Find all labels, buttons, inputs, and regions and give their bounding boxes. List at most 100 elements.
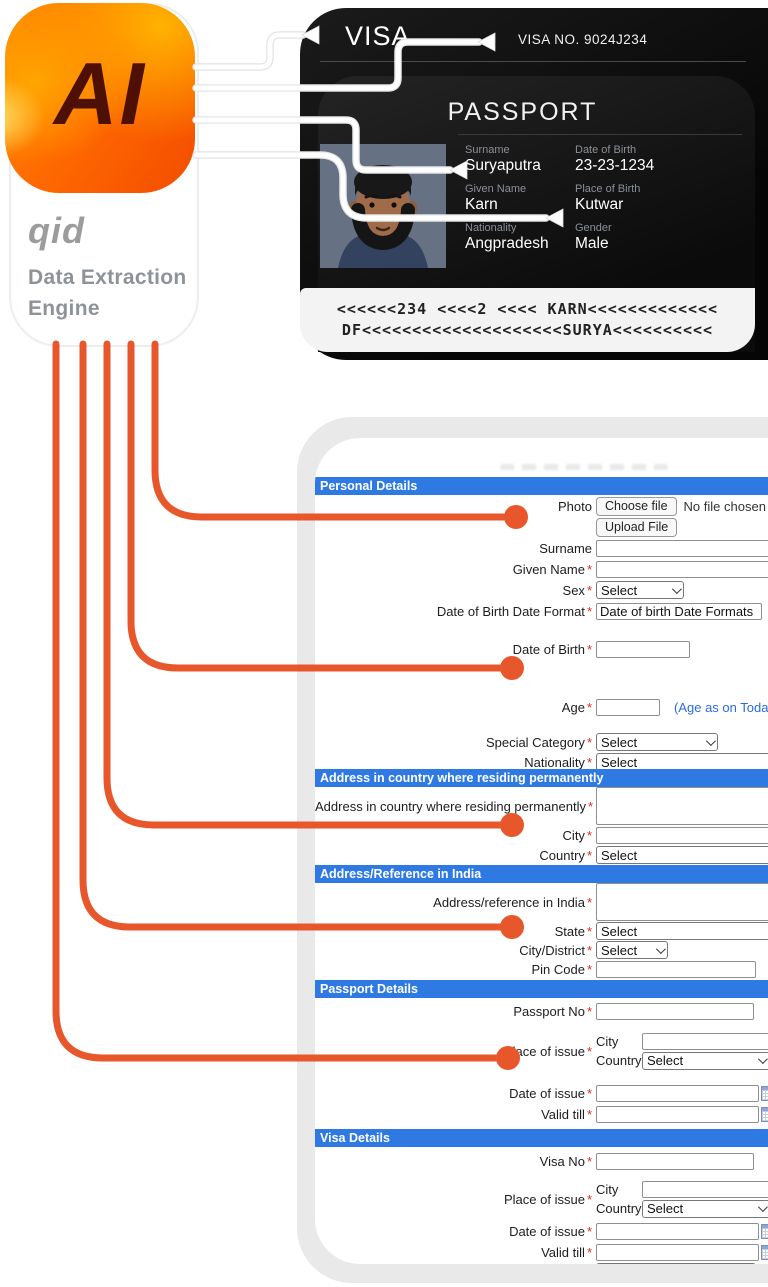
perm-country-select[interactable]: Select bbox=[596, 846, 768, 864]
city-district-row: City/District* Select bbox=[315, 940, 768, 960]
perm-country-row: Country* Select bbox=[315, 845, 768, 865]
passport-card-title: PASSPORT bbox=[447, 98, 598, 126]
age-hint: (Age as on Today) bbox=[674, 699, 768, 715]
dob-format-input[interactable] bbox=[596, 602, 762, 620]
address-permanent-row: Address in country where residing perman… bbox=[315, 787, 768, 825]
passport-issue-city-input[interactable] bbox=[642, 1033, 768, 1050]
passport-issue-city-label: City bbox=[596, 1034, 619, 1049]
given-name-input[interactable] bbox=[596, 560, 768, 578]
upload-file-button[interactable]: Upload File bbox=[596, 517, 678, 537]
ai-engine-icon: AI bbox=[5, 3, 195, 193]
surname-label: Surname bbox=[465, 144, 510, 156]
visa-issue-city-label: City bbox=[596, 1182, 619, 1197]
sex-row: Sex* Select bbox=[315, 580, 768, 600]
visa-valid-till-label: Valid till* bbox=[541, 1244, 592, 1260]
given-name-label: Given Name bbox=[465, 183, 527, 195]
visa-issue-country-label: Country bbox=[596, 1201, 642, 1216]
mrz-line-2: DF<<<<<<<<<<<<<<<<<<<<SURYA<<<<<<<<<< bbox=[341, 321, 714, 339]
surname-row: Surname bbox=[315, 538, 768, 558]
visa-issue-country-select[interactable]: Select bbox=[642, 1199, 768, 1218]
section-personal-details: Personal Details bbox=[315, 477, 768, 495]
special-category-label: Special Category* bbox=[485, 734, 592, 750]
dob-field-label: Date of Birth* bbox=[512, 641, 592, 657]
visa-place-of-issue-row: Place of issue* City Country Select bbox=[315, 1180, 768, 1218]
passport-no-row: Passport No* bbox=[315, 1001, 768, 1021]
passport-date-of-issue-input[interactable] bbox=[596, 1084, 759, 1102]
visa-date-of-issue-label: Date of issue* bbox=[509, 1223, 592, 1239]
section-passport-details: Passport Details bbox=[315, 980, 768, 998]
dob-label: Date of Birth bbox=[575, 144, 637, 156]
address-permanent-label: Address in country where residing perman… bbox=[315, 798, 594, 814]
sex-select[interactable]: Select bbox=[596, 581, 684, 599]
calendar-icon[interactable] bbox=[761, 1244, 768, 1260]
chevron-down-icon bbox=[655, 943, 666, 954]
perm-country-label: Country* bbox=[539, 847, 592, 863]
chevron-down-icon bbox=[705, 735, 716, 746]
passport-no-input[interactable] bbox=[596, 1002, 754, 1020]
nationality-value: Angpradesh bbox=[465, 235, 549, 252]
section-visa-details: Visa Details bbox=[315, 1129, 768, 1147]
no-file-chosen-text: No file chosen bbox=[683, 498, 766, 514]
pin-code-label: Pin Code* bbox=[531, 961, 592, 977]
visa-place-of-issue-label: Place of issue* bbox=[504, 1191, 592, 1207]
passport-no-label: Passport No* bbox=[513, 1003, 592, 1019]
pob-value: Kutwar bbox=[575, 196, 624, 213]
address-permanent-textarea[interactable] bbox=[596, 787, 768, 825]
pin-code-input[interactable] bbox=[596, 960, 756, 978]
visa-date-of-issue-row: Date of issue* bbox=[315, 1221, 768, 1241]
avatar bbox=[338, 165, 428, 268]
connector-visa-title bbox=[193, 32, 306, 70]
type-of-visa-select[interactable]: Select bbox=[596, 1263, 756, 1264]
tagline-line-1: Data Extraction bbox=[28, 266, 187, 289]
age-field-label: Age* bbox=[561, 699, 592, 715]
passport-issue-country-select[interactable]: Select bbox=[642, 1051, 768, 1070]
visa-date-of-issue-input[interactable] bbox=[596, 1222, 759, 1240]
special-category-select[interactable]: Select bbox=[596, 733, 718, 751]
passport-place-of-issue-label: Place of issue* bbox=[504, 1043, 592, 1059]
visa-card-title: VISA bbox=[345, 21, 411, 51]
photo-row: Photo Choose file No file chosen bbox=[315, 496, 768, 516]
calendar-icon[interactable] bbox=[761, 1085, 768, 1101]
type-of-visa-row: Type of visa* Select bbox=[315, 1262, 768, 1264]
gender-value: Male bbox=[575, 235, 609, 252]
visa-no-row: Visa No* bbox=[315, 1151, 768, 1171]
city-district-select[interactable]: Select bbox=[596, 941, 668, 959]
calendar-icon[interactable] bbox=[761, 1106, 768, 1122]
special-category-row: Special Category* Select bbox=[315, 732, 768, 752]
passport-place-of-issue-row: Place of issue* City Country Select bbox=[315, 1032, 768, 1070]
perm-city-label: City* bbox=[562, 827, 592, 843]
visa-application-form: Personal Details Photo Choose file No fi… bbox=[315, 438, 768, 1264]
given-name-value: Karn bbox=[465, 196, 498, 213]
visa-divider bbox=[320, 61, 746, 62]
given-name-row: Given Name* bbox=[315, 559, 768, 579]
passport-issue-country-label: Country bbox=[596, 1053, 642, 1068]
state-row: State* Select bbox=[315, 921, 768, 941]
calendar-icon[interactable] bbox=[761, 1223, 768, 1239]
address-india-textarea[interactable] bbox=[596, 883, 768, 921]
chevron-down-icon bbox=[757, 1202, 768, 1213]
photo-label: Photo bbox=[558, 498, 592, 514]
nationality-label: Nationality bbox=[465, 222, 517, 234]
blurred-form-title bbox=[500, 464, 668, 470]
perm-city-input[interactable] bbox=[596, 826, 768, 844]
passport-divider bbox=[458, 134, 742, 135]
upload-file-row: Upload File bbox=[315, 517, 768, 537]
surname-input[interactable] bbox=[596, 539, 768, 557]
dob-input[interactable] bbox=[596, 640, 690, 658]
visa-no-label: Visa No* bbox=[539, 1153, 592, 1169]
dob-value: 23-23-1234 bbox=[575, 157, 655, 174]
nationality-field-label: Nationality* bbox=[524, 754, 592, 770]
passport-right-column: Date of Birth 23-23-1234 Place of Birth … bbox=[575, 144, 654, 261]
dob-format-label: Date of Birth Date Format* bbox=[436, 603, 592, 619]
passport-valid-till-input[interactable] bbox=[596, 1105, 759, 1123]
visa-no-input[interactable] bbox=[596, 1152, 754, 1170]
visa-issue-city-input[interactable] bbox=[642, 1181, 768, 1198]
choose-file-button[interactable]: Choose file bbox=[596, 496, 677, 516]
address-india-row: Address/reference in India* bbox=[315, 883, 768, 921]
state-select[interactable]: Select bbox=[596, 922, 768, 940]
passport-date-of-issue-row: Date of issue* bbox=[315, 1083, 768, 1103]
surname-field-label: Surname bbox=[539, 540, 592, 556]
age-input[interactable] bbox=[596, 698, 660, 716]
brand-logo: qid bbox=[28, 210, 85, 251]
visa-valid-till-input[interactable] bbox=[596, 1243, 759, 1261]
